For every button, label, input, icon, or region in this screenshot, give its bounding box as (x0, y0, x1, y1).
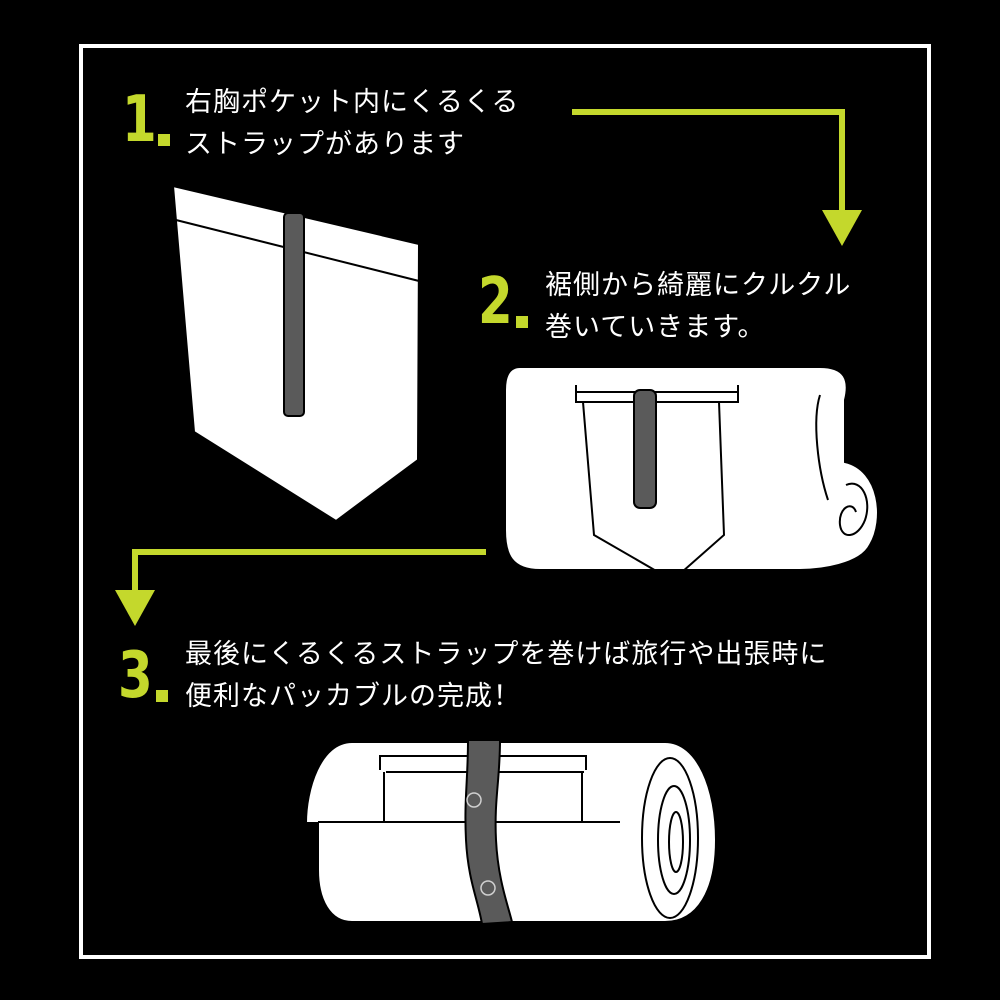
outer-frame (79, 44, 931, 959)
step-2-text: 裾側から綺麗にクルクル 巻いていきます。 (545, 265, 851, 349)
logo-icon (466, 792, 482, 808)
step-1-line-2: ストラップがあります (185, 129, 465, 160)
step-2-line-2: 巻いていきます。 (545, 312, 766, 343)
step-2-number: 2 (478, 270, 528, 334)
step-3-line-1: 最後にくるくるストラップを巻けば旅行や出張時に (185, 639, 828, 670)
step-2-line-1: 裾側から綺麗にクルクル (545, 270, 852, 301)
arrow-step2-to-step3 (115, 549, 486, 626)
step-1-number: 1 (122, 88, 170, 152)
packed-roll-illustration (304, 739, 718, 926)
arrow-step1-to-step2 (572, 109, 862, 246)
step-1-line-1: 右胸ポケット内にくるくる (185, 87, 520, 118)
step-3-text: 最後にくるくるストラップを巻けば旅行や出張時に 便利なパッカブルの完成！ (185, 634, 827, 718)
step-3-line-2: 便利なパッカブルの完成！ (185, 681, 521, 712)
rolling-garment-illustration (504, 366, 879, 573)
step-1-text: 右胸ポケット内にくるくる ストラップがあります (185, 82, 519, 166)
logo-icon (480, 880, 496, 896)
step-3-number: 3 (118, 644, 168, 708)
pocket-illustration (171, 184, 421, 523)
